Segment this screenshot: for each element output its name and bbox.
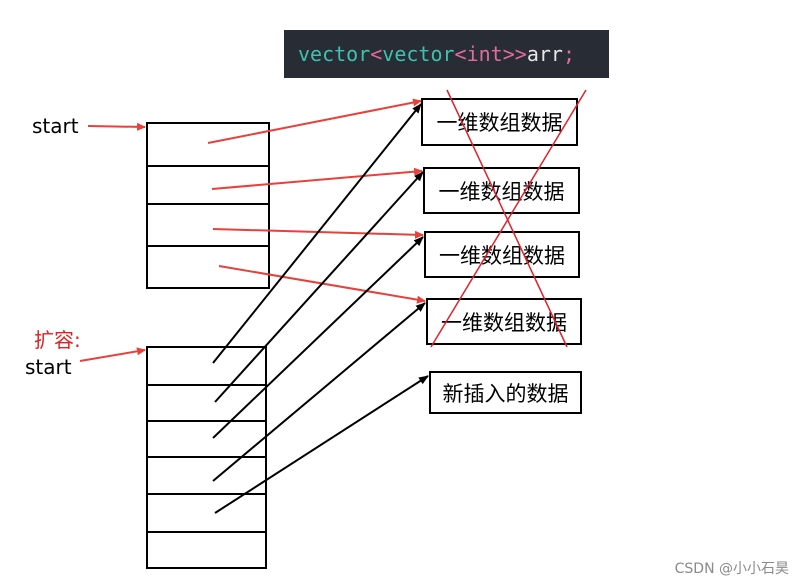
cross-line-a — [446, 89, 568, 348]
expand-label: 扩容: — [34, 328, 81, 352]
old-start-arrow — [87, 122, 146, 131]
new-start-arrow — [79, 347, 146, 362]
csdn-watermark: CSDN @小小石昊 — [674, 561, 789, 577]
old-pointer-arrow-0 — [207, 98, 422, 144]
code-banner: vector<vector<int>> arr; — [284, 30, 609, 78]
new-pointer-arrow-1 — [214, 171, 424, 403]
code-token-semicolon: ; — [562, 42, 575, 66]
code-token-lt-outer: < — [370, 42, 383, 66]
new-pointer-cell-4 — [146, 493, 267, 533]
new-data-box: 新插入的数据 — [429, 371, 582, 414]
code-token-lt-inner: < — [454, 42, 467, 66]
old-pointer-arrow-1 — [211, 167, 423, 190]
new-pointer-arrow-4 — [214, 375, 429, 514]
new-pointer-arrow-2 — [212, 236, 424, 439]
code-token-arr: arr — [526, 42, 563, 66]
old-data-box-1: 一维数组数据 — [423, 167, 580, 214]
old-pointer-cell-3 — [146, 245, 270, 289]
cross-line-b — [430, 89, 587, 348]
code-token-vector-outer: vector — [298, 42, 371, 66]
old-data-box-2: 一维数组数据 — [424, 231, 580, 278]
new-pointer-arrow-3 — [212, 302, 426, 482]
new-pointer-cell-5 — [146, 531, 267, 569]
new-start-label: start — [25, 355, 72, 379]
code-token-gt: >> — [502, 42, 527, 66]
code-token-vector-inner: vector — [382, 42, 455, 66]
old-start-label: start — [32, 114, 79, 138]
old-data-box-0: 一维数组数据 — [421, 98, 578, 146]
new-pointer-arrow-0 — [212, 103, 422, 364]
old-data-box-3: 一维数组数据 — [426, 298, 582, 345]
code-token-int: int — [466, 42, 503, 66]
